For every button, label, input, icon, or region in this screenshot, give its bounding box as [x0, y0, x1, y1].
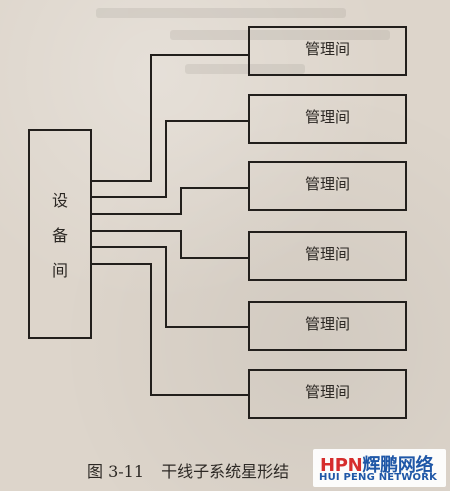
watermark-logo: HPN辉鹏网络 HUI PENG NETWORK: [313, 449, 446, 487]
connector-line-5: [91, 246, 249, 328]
connector-line-1: [91, 54, 249, 182]
management-room-label-6: 管理间: [304, 383, 350, 401]
watermark-brand-prefix: HPN: [320, 455, 363, 476]
connector-line-3: [91, 187, 249, 215]
watermark-brand-suffix: 辉鹏网络: [362, 455, 434, 476]
figure-number: 图 3-11: [87, 462, 145, 481]
watermark-brand-cn: HPN辉鹏网络: [320, 451, 434, 477]
connector-line-4: [91, 230, 249, 259]
management-room-label-1: 管理间: [304, 40, 350, 58]
management-room-box-4: [248, 231, 407, 281]
management-room-box-2: [248, 94, 407, 144]
management-room-label-3: 管理间: [304, 175, 350, 193]
figure-caption: 图 3-11 干线子系统星形结: [87, 458, 289, 482]
connector-line-6: [91, 263, 249, 396]
connector-line-2: [91, 120, 249, 198]
figure-title: 干线子系统星形结: [161, 462, 290, 481]
management-room-box-3: [248, 161, 407, 211]
management-room-label-4: 管理间: [304, 245, 350, 263]
watermark-brand-en: HUI PENG NETWORK: [319, 472, 438, 483]
management-room-label-5: 管理间: [304, 315, 350, 333]
management-room-box-1: [248, 26, 407, 76]
management-room-label-2: 管理间: [304, 108, 350, 126]
device-room-label: 设 备 间: [52, 191, 69, 280]
device-room-box: [28, 129, 92, 339]
